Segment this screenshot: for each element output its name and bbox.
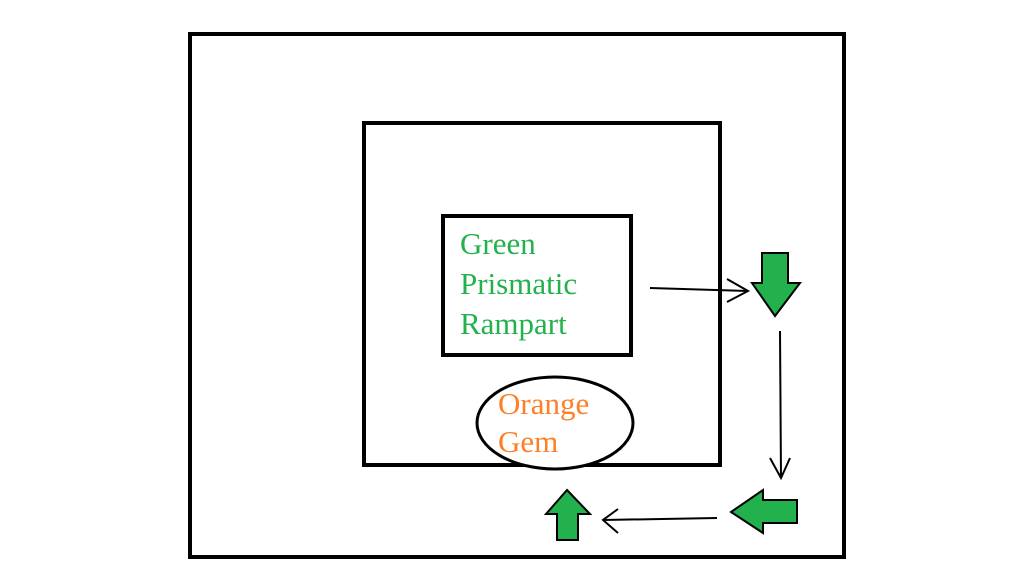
inner-box <box>441 214 633 357</box>
orange-gem-label: Orange Gem <box>498 385 589 461</box>
label-line: Rampart <box>460 306 567 341</box>
orange-gem-oval <box>475 375 635 471</box>
line-arrow-down <box>769 330 791 481</box>
label-line: Orange <box>498 386 590 421</box>
line-arrow-left <box>601 508 718 534</box>
label-line: Gem <box>498 424 559 459</box>
green-prismatic-rampart-label: Green Prismatic Rampart <box>460 224 577 344</box>
label-line: Green <box>460 226 536 261</box>
green-arrow-left-icon <box>729 488 798 535</box>
green-arrow-down-icon <box>750 252 803 318</box>
label-line: Prismatic <box>460 266 578 301</box>
line-arrow-right <box>649 278 751 303</box>
green-arrow-up-icon <box>543 488 593 541</box>
outer-box <box>188 32 846 559</box>
